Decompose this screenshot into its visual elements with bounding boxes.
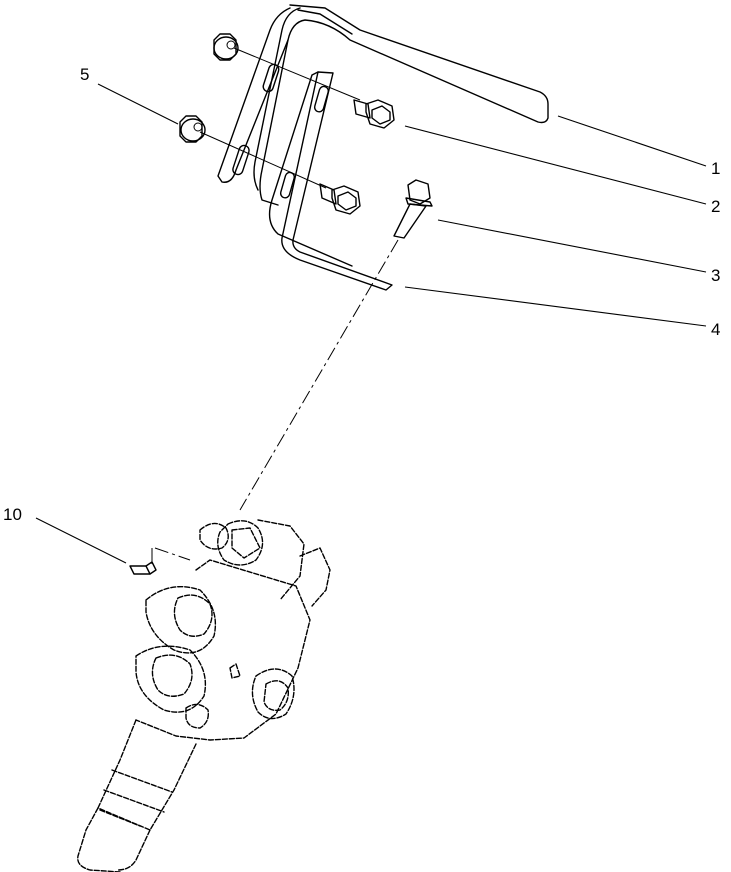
flange-bolt-lower [319,183,361,215]
callout-2: 2 [711,197,720,216]
callout-1: 1 [711,159,720,178]
flange-nut-upper [213,33,239,61]
callout-5: 5 [80,65,89,84]
callout-10: 10 [3,505,22,524]
leader-lines [35,83,707,564]
bolt-part-3 [393,179,433,239]
center-line [239,239,399,511]
hydraulic-valve [77,519,331,872]
bracket-part-1 [217,4,549,206]
callout-3: 3 [711,266,720,285]
callout-4: 4 [711,320,720,339]
fitting-part-10 [129,548,157,575]
flange-nut-lower [179,115,206,143]
flange-bolt-upper [353,99,395,129]
bracket-part-4 [268,71,393,291]
